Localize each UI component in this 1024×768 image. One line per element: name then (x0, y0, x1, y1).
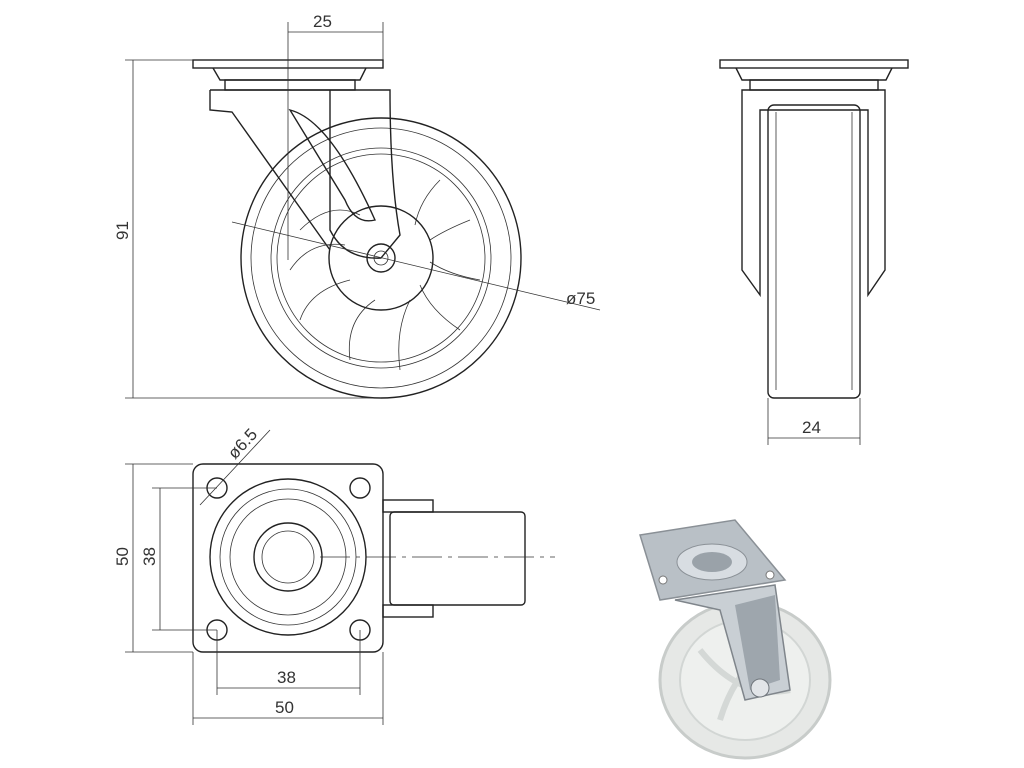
plate-width-label: 50 (275, 698, 294, 717)
front-view: 24 (719, 59, 909, 445)
top-view: ø6.5 50 38 38 50 (113, 425, 555, 725)
caster-product-photo (639, 519, 832, 760)
offset-dimension-label: 25 (313, 12, 332, 31)
plate-height-label: 50 (113, 547, 132, 566)
hole-spacing-horizontal-label: 38 (277, 668, 296, 687)
hole-diameter-label: ø6.5 (224, 425, 261, 463)
side-view: 25 91 ø75 (113, 12, 601, 399)
wheel-diameter-label: ø75 (566, 289, 595, 308)
hole-spacing-vertical-label: 38 (140, 547, 159, 566)
wheel-width-label: 24 (802, 418, 821, 437)
height-dimension-label: 91 (113, 221, 132, 240)
